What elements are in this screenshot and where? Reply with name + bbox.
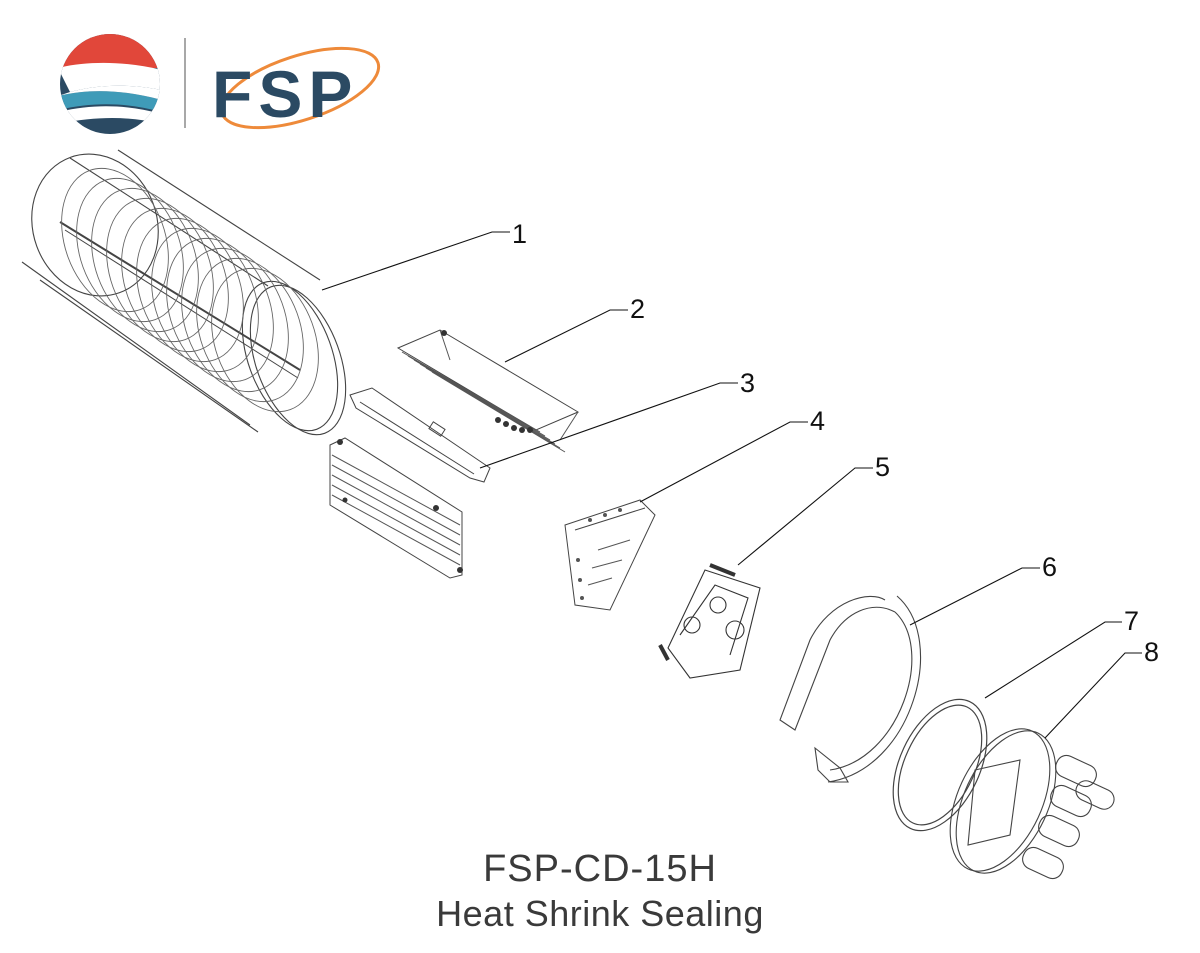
leader-2 [504, 309, 628, 363]
leader-1 [321, 231, 510, 291]
part-5-cable-fixing-unit [658, 563, 761, 679]
product-model: FSP-CD-15H [483, 848, 717, 890]
callout-leaders [321, 231, 1142, 739]
brand-logo: FSP [60, 34, 381, 134]
leader-6 [909, 567, 1040, 626]
callout-1: 1 [512, 219, 527, 249]
callout-2: 2 [630, 294, 645, 324]
leader-5 [737, 467, 873, 566]
part-7-o-ring [892, 698, 988, 832]
leader-3 [479, 382, 738, 469]
callout-6: 6 [1042, 552, 1057, 582]
part-6-clamp-ring [779, 595, 921, 783]
part-8-base-ports [949, 728, 1115, 880]
callout-4: 4 [810, 406, 825, 436]
leader-8 [1044, 652, 1142, 739]
logo-emblem [60, 34, 160, 134]
part-3-bracket [349, 387, 491, 483]
part-2-splice-trays [396, 329, 580, 453]
callout-5: 5 [875, 452, 890, 482]
logo-wordmark: FSP [212, 46, 381, 131]
callout-8: 8 [1144, 637, 1159, 667]
part-splice-trays-lower [329, 437, 463, 579]
part-4-base-plate [564, 499, 656, 611]
logo-text: FSP [212, 57, 358, 131]
callout-numbers: 1 2 3 4 5 6 7 8 [512, 219, 1159, 667]
leader-4 [639, 421, 808, 503]
part-1-dome-cover [21, 149, 347, 436]
leader-7 [984, 621, 1122, 699]
callout-3: 3 [740, 368, 755, 398]
product-description: Heat Shrink Sealing [436, 893, 764, 934]
callout-7: 7 [1124, 606, 1139, 636]
